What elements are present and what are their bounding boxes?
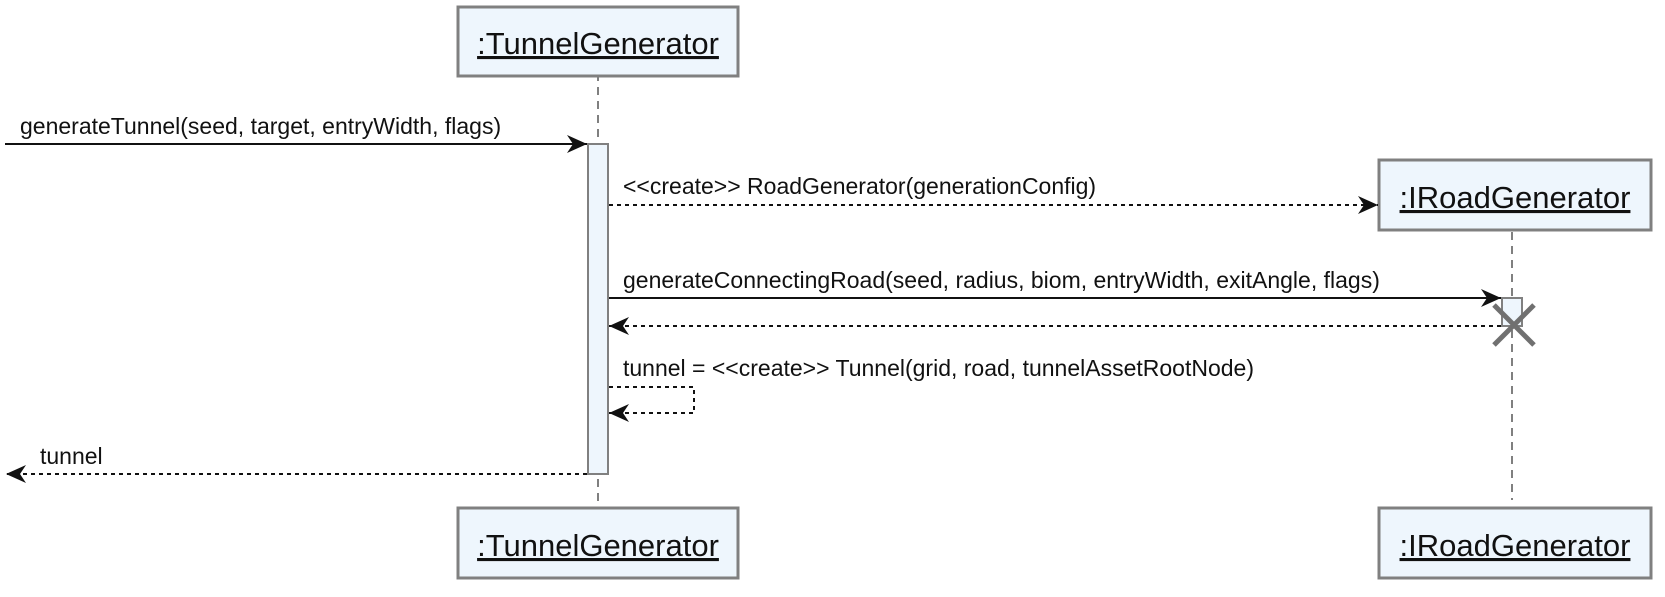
participant-tunnel-generator-bottom: :TunnelGenerator [456,506,740,580]
message-create-road-generator-label: <<create>> RoadGenerator(generationConfi… [623,173,1096,199]
message-create-tunnel-label: tunnel = <<create>> Tunnel(grid, road, t… [623,355,1254,381]
activation-bar-tunnel-generator [587,143,609,475]
participant-road-generator-top: :IRoadGenerator [1377,158,1653,232]
message-generate-connecting-road-label: generateConnectingRoad(seed, radius, bio… [623,267,1380,293]
participant-road-generator-bottom: :IRoadGenerator [1377,506,1653,580]
message-generate-tunnel-label: generateTunnel(seed, target, entryWidth,… [20,113,501,139]
message-create-tunnel-arrow [609,386,695,422]
participant-label: :IRoadGenerator [1400,528,1631,563]
participant-label: :TunnelGenerator [477,26,719,61]
destroy-mark-icon [1492,303,1536,347]
participant-label: :TunnelGenerator [477,528,719,563]
participant-tunnel-generator-top: :TunnelGenerator [456,5,740,78]
participant-label: :IRoadGenerator [1400,180,1631,215]
message-return-tunnel-label: tunnel [40,443,103,469]
